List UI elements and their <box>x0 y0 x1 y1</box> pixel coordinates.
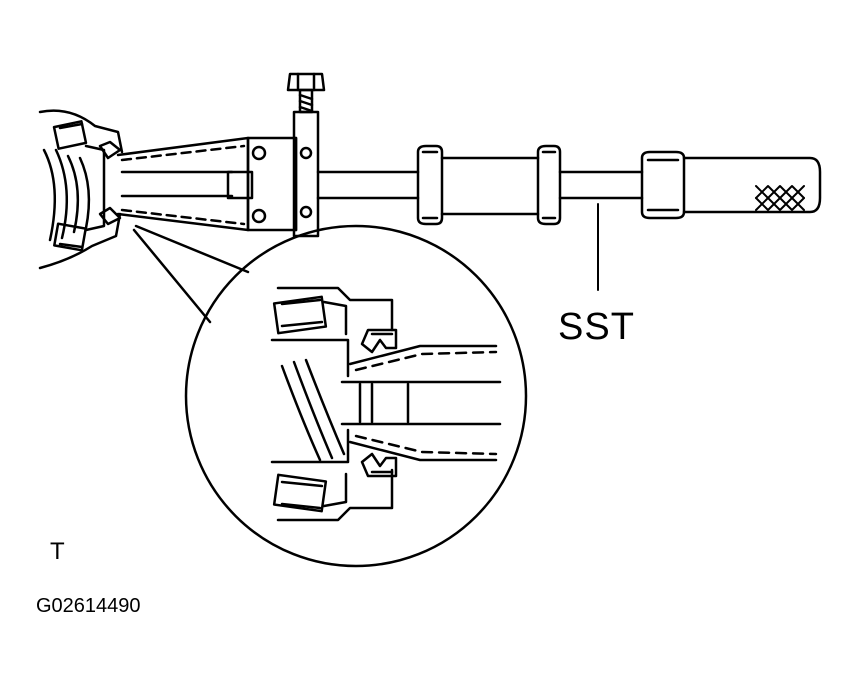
view-marker-label: T <box>50 538 65 565</box>
slide-hammer-weight <box>416 144 562 226</box>
slide-hammer-shaft <box>316 170 644 200</box>
lower-roller-bearing <box>53 222 87 252</box>
hub-housing <box>38 109 124 270</box>
oil-seal-upper <box>98 140 122 160</box>
oil-seal-lower <box>98 206 122 226</box>
magnified-oil-seal-upper <box>360 328 398 354</box>
slide-hammer-handle <box>640 150 822 220</box>
sst-label: SST <box>558 306 635 348</box>
magnified-upper-roller-bearing <box>272 295 348 336</box>
puller-clamp-body <box>226 136 298 232</box>
figure-code-label: G02614490 <box>36 595 141 617</box>
magnified-puller-jaws <box>340 344 502 462</box>
magnified-oil-seal-lower <box>360 452 398 478</box>
magnified-lower-roller-bearing <box>272 472 348 513</box>
clamp-bolt <box>286 72 326 238</box>
magnified-housing <box>270 286 394 522</box>
detail-callout <box>132 224 528 568</box>
handle-knurling <box>755 185 805 211</box>
upper-roller-bearing <box>52 120 88 150</box>
magnified-race <box>280 358 346 462</box>
